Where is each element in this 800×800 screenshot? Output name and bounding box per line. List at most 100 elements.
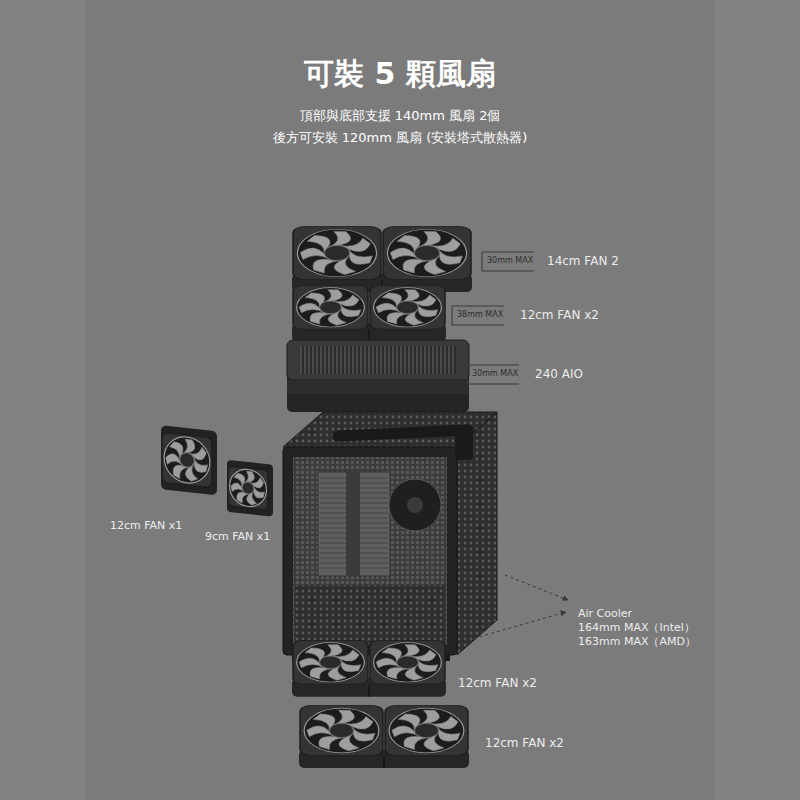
fan — [300, 706, 383, 756]
illustration-part — [370, 286, 445, 330]
illustration-part — [482, 252, 534, 253]
illustration-part — [320, 656, 342, 669]
illustration-part — [162, 432, 212, 487]
illustration-part — [383, 756, 384, 768]
illustration-part — [300, 706, 383, 756]
fan — [293, 286, 368, 330]
illustration-part — [333, 710, 354, 725]
illustration-part — [397, 656, 419, 669]
fan — [228, 466, 268, 510]
illustration-part — [287, 340, 469, 380]
illustration-part — [374, 643, 442, 682]
illustration-part — [418, 232, 440, 248]
fan — [370, 641, 445, 685]
illustration-part — [387, 229, 466, 277]
dimension: 38mm MAX — [457, 310, 503, 320]
illustration-part — [415, 723, 439, 737]
illustration-part — [293, 227, 471, 280]
illustration-part — [164, 435, 210, 486]
illustration-part — [383, 227, 471, 280]
illustration-part — [297, 288, 365, 327]
illustration-part — [374, 288, 442, 327]
illustration-part — [304, 708, 379, 753]
fan-pair — [292, 286, 446, 342]
illustration-part — [338, 430, 468, 436]
illustration-part — [467, 365, 468, 384]
cooler-leader — [468, 575, 568, 640]
illustration-part — [505, 575, 568, 600]
illustration-part — [368, 685, 369, 697]
illustration-part — [468, 612, 566, 640]
illustration-part — [293, 641, 368, 685]
illustration-part — [467, 384, 519, 385]
illustration-part — [293, 641, 445, 685]
fan — [293, 227, 381, 280]
illustration-part — [318, 472, 390, 576]
fan-pair — [292, 227, 472, 292]
rear-fan-90 — [227, 460, 273, 517]
illustration-part — [300, 346, 456, 374]
illustration-part — [293, 286, 445, 330]
illustration-part — [297, 643, 365, 682]
illustration-part — [397, 301, 419, 314]
illustration-part — [328, 232, 350, 248]
fan — [162, 432, 212, 487]
illustration-part — [330, 723, 354, 737]
illustration-part — [455, 430, 473, 460]
illustration-part — [407, 497, 423, 513]
part-label: 12cm FAN x2 — [520, 308, 599, 322]
rear-fan-120 — [161, 425, 217, 495]
subtitle: 頂部與底部支援 140mm 風扇 2個 — [300, 108, 501, 124]
part-label: 12cm FAN x2 — [458, 676, 537, 690]
fan — [370, 286, 445, 330]
fan-pair — [299, 706, 469, 768]
illustration-part — [242, 481, 254, 494]
illustration-part — [452, 306, 453, 325]
dimension: 30mm MAX — [472, 369, 518, 379]
illustration-part — [227, 460, 273, 517]
illustration-part — [283, 447, 457, 655]
illustration-part — [418, 710, 439, 725]
illustration-part — [414, 245, 439, 260]
fan — [293, 641, 368, 685]
fan — [383, 227, 471, 280]
illustration-part — [228, 466, 268, 510]
page-title: 可裝 5 顆風扇 — [304, 56, 496, 92]
illustration-part — [297, 229, 376, 277]
center-panel — [85, 0, 715, 800]
part-label: 12cm FAN x2 — [485, 736, 564, 750]
illustration-part — [324, 245, 349, 260]
part-label: 240 AIO — [535, 367, 583, 381]
part-label: 12cm FAN x1 — [110, 519, 182, 532]
illustration-part — [389, 479, 441, 531]
illustration-part — [452, 325, 504, 326]
radiator — [287, 340, 469, 412]
illustration-part — [389, 708, 464, 753]
illustration-part — [323, 645, 342, 658]
illustration-part — [320, 301, 342, 314]
fan-pair — [292, 641, 446, 697]
illustration-part — [385, 706, 468, 756]
subtitle: 後方可安裝 120mm 風扇 (安裝塔式散熱器) — [273, 130, 528, 146]
illustration-part — [482, 252, 483, 271]
fan — [385, 706, 468, 756]
illustration-part — [293, 286, 368, 330]
pc-case — [283, 412, 497, 661]
illustration-part — [287, 380, 469, 394]
illustration-part — [482, 271, 534, 272]
dimension: 164mm MAX（Intel） — [578, 621, 695, 634]
dimension: 30mm MAX — [487, 256, 533, 266]
illustration-part — [300, 706, 468, 756]
illustration-part — [293, 457, 447, 645]
illustration-part — [370, 641, 445, 685]
part-label: Air Cooler — [578, 607, 632, 620]
illustration-part — [295, 585, 445, 643]
illustration-part — [452, 306, 504, 307]
dimension: 163mm MAX（AMD） — [578, 635, 696, 648]
part-label: 14cm FAN 2 — [547, 254, 619, 268]
illustration-part — [323, 290, 342, 303]
illustration-part — [293, 227, 381, 280]
illustration-part — [346, 472, 360, 576]
